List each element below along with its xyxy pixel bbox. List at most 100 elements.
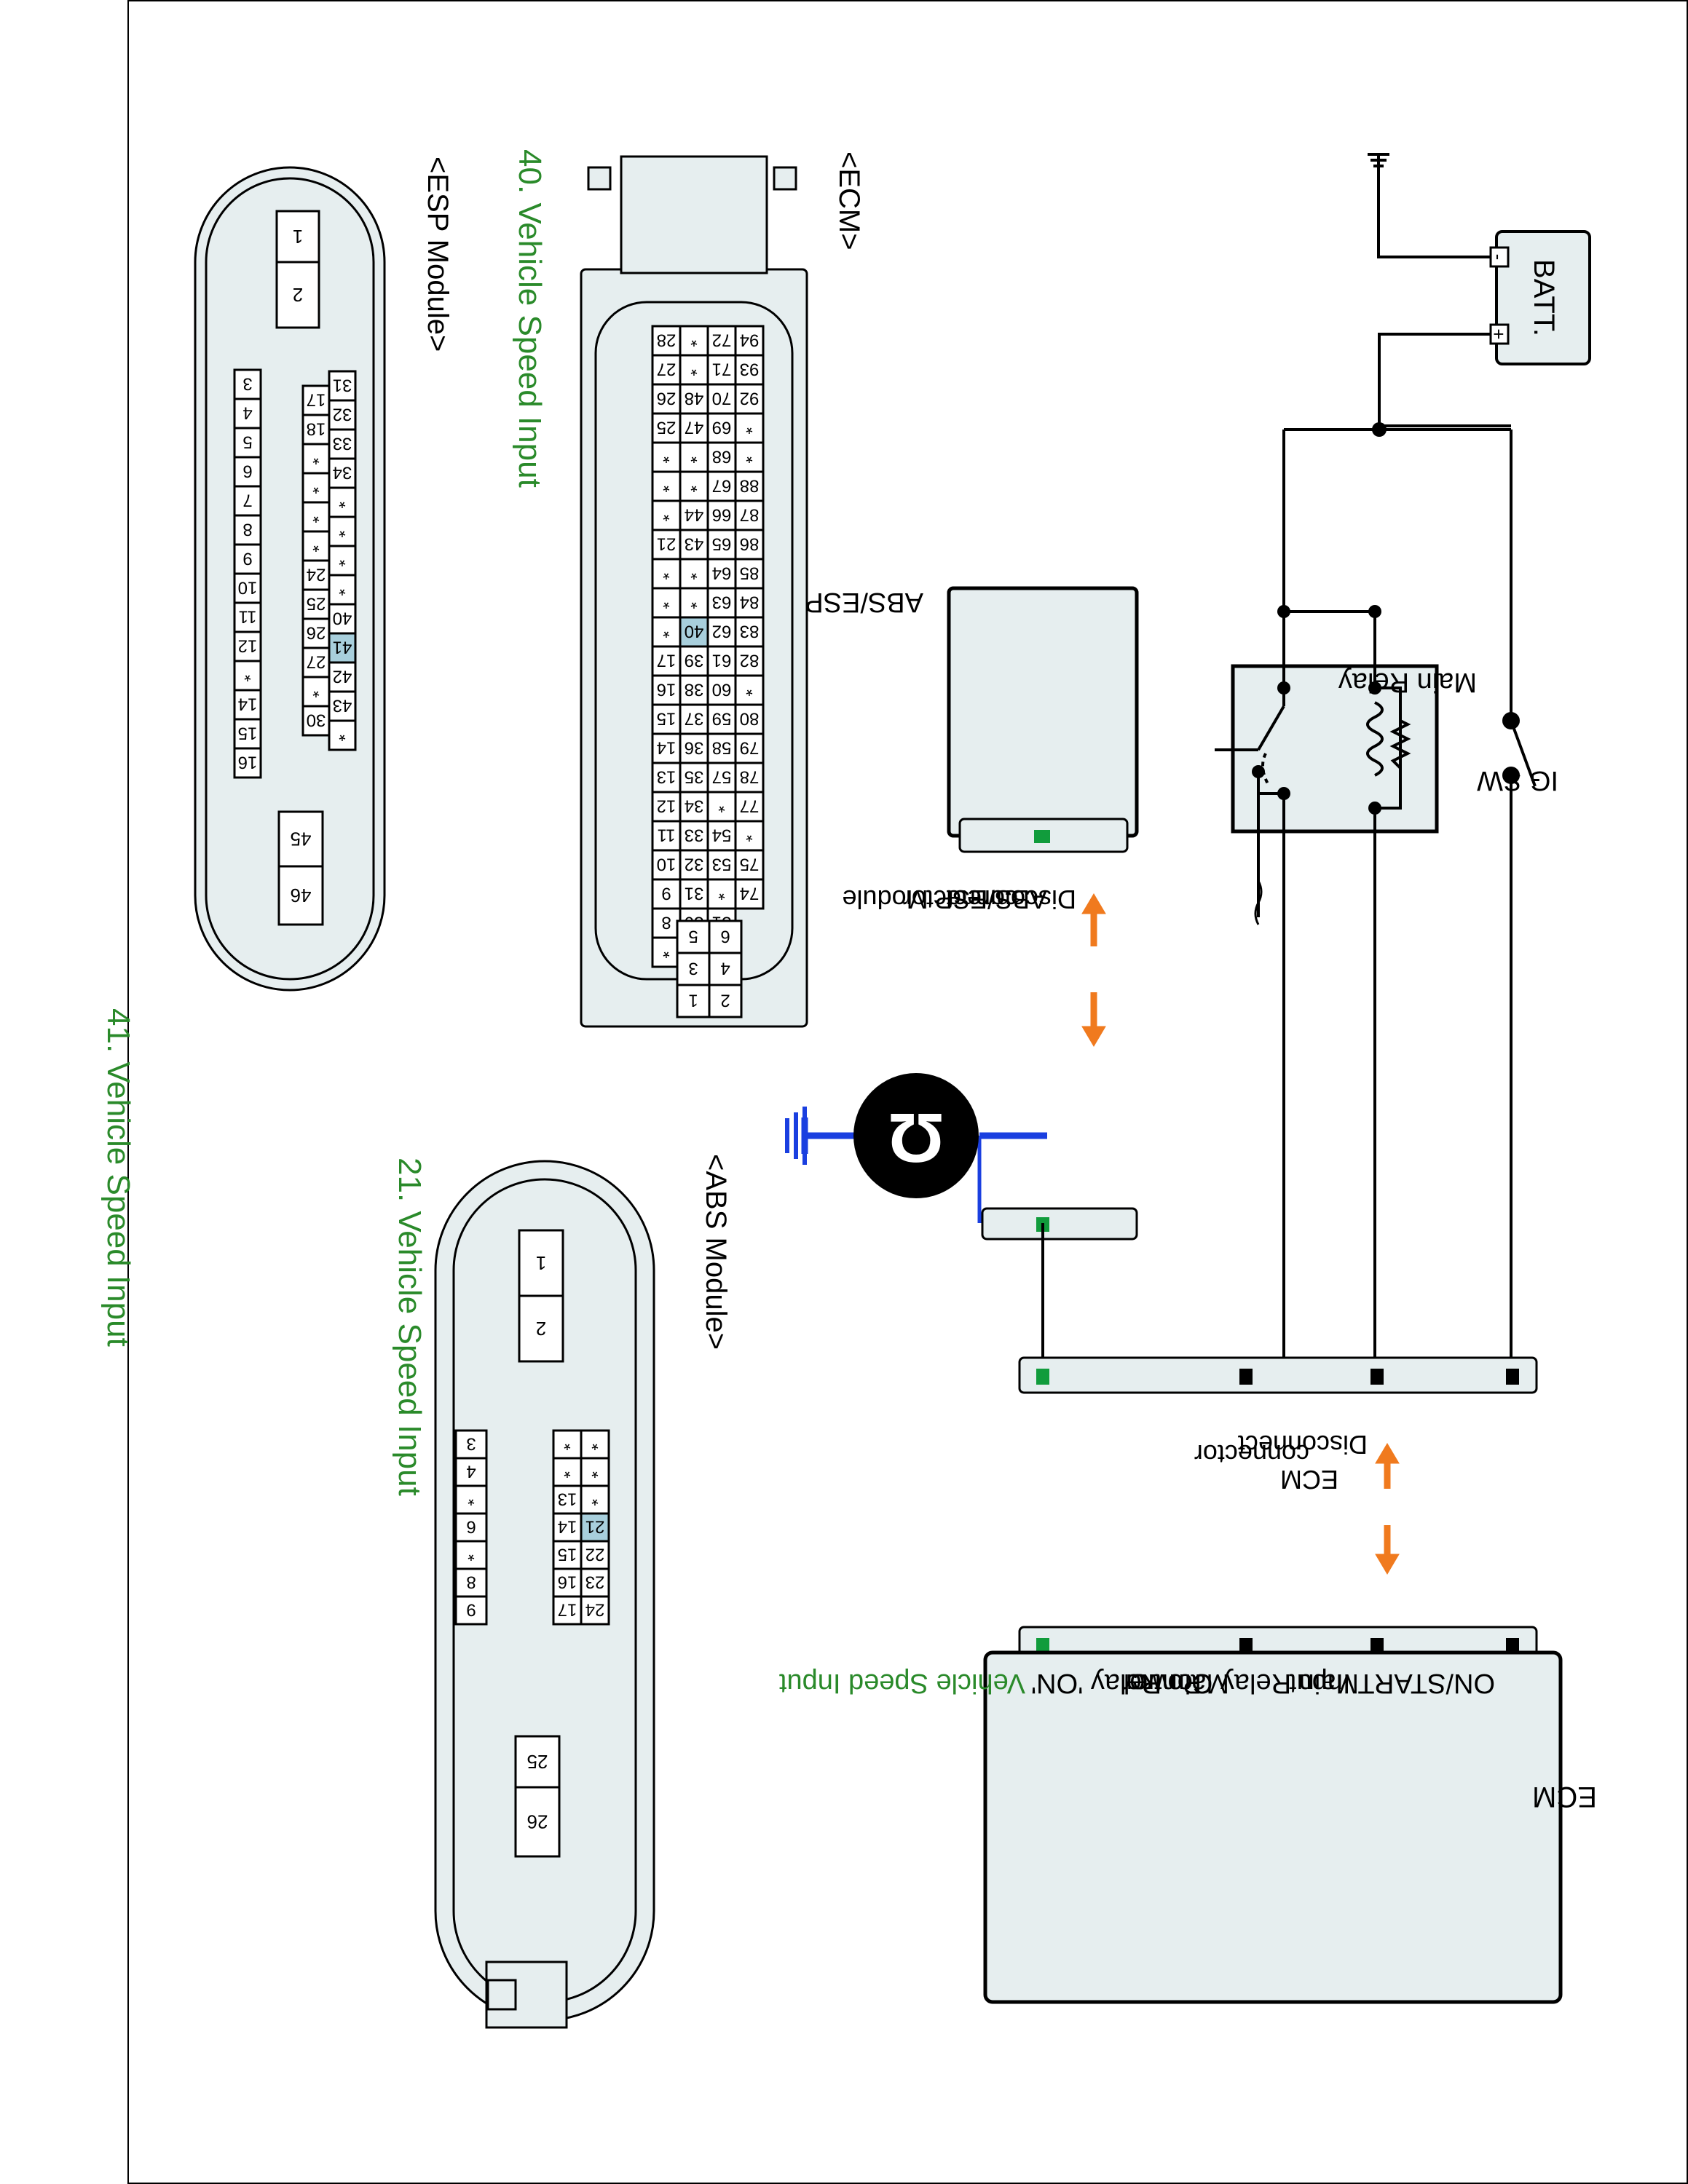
connector-pin-label: 21: [585, 1517, 605, 1537]
relay-splice-1: [1368, 605, 1381, 618]
ig-switch: IG SW: [1477, 430, 1558, 1369]
connector-pin-label: 14: [558, 1517, 577, 1537]
abs-connector-caption: 21. Vehicle Speed Input: [392, 1158, 427, 1496]
ecm-connector-bar: [1018, 1356, 1538, 1394]
connector-pin-label: 4: [466, 1462, 476, 1481]
connector-pin-label: 2: [720, 991, 730, 1010]
connector-pin-label: *: [690, 360, 697, 379]
esp-pin-grid: 1231323334****40414243*1718****24252627*…: [233, 210, 357, 926]
connector-pin-label: *: [312, 507, 319, 526]
connector-pin-label: 23: [585, 1572, 605, 1592]
connector-pin-label: 33: [685, 826, 704, 845]
connector-pin-label: *: [564, 1434, 570, 1454]
connector-pin-label: *: [468, 1545, 474, 1564]
connector-pin-label: 11: [239, 607, 257, 627]
connector-pin-label: 8: [466, 1572, 476, 1592]
connector-pin-label: 22: [585, 1545, 605, 1564]
connector-pin-label: 57: [712, 767, 732, 787]
connector-pin-label: 8: [661, 913, 671, 933]
connector-pin-label: 88: [740, 476, 760, 496]
connector-pin-label: 4: [242, 403, 252, 423]
connector-pin-label: 47: [685, 418, 704, 438]
connector-pin-label: *: [564, 1462, 570, 1481]
connector-pin-label: 34: [333, 463, 352, 483]
connector-pin-label: 34: [685, 796, 704, 816]
connector-pin-label: 2: [293, 284, 303, 306]
connector-pin-label: 78: [740, 767, 760, 787]
connector-pin-label: 58: [712, 738, 732, 758]
connector-pin-label: 16: [558, 1572, 577, 1592]
connector-pin-label: 43: [685, 534, 704, 554]
connector-pin-label: 15: [558, 1545, 577, 1564]
ecm-on-start-input: ON/START Input: [1289, 1668, 1495, 1698]
connector-pin-label: 3: [242, 374, 252, 394]
connector-pin-label: *: [746, 826, 752, 845]
connector-pin-label: 61: [712, 651, 732, 670]
connector-pin-label: 2: [536, 1318, 546, 1340]
abs-esp-connector-pin: [981, 1207, 1138, 1369]
connector-pin-label: 45: [291, 828, 312, 850]
circuit-area: BATT. - +: [707, 153, 1597, 2004]
disconnect-ecm-line-2: ECM: [1280, 1465, 1338, 1495]
connector-pin-label: 13: [558, 1489, 577, 1509]
connector-pin-label: *: [746, 680, 752, 700]
connector-pin-label: *: [690, 331, 697, 350]
ecm-box: ECM ON/START Input Main Relay Control Ma…: [779, 1650, 1597, 2004]
connector-pin-label: *: [690, 563, 697, 583]
connector-pin-label: 9: [661, 884, 671, 903]
connector-pin-label: 40: [333, 609, 352, 628]
connector-pin-label: *: [312, 681, 319, 701]
connector-pin: [454, 1595, 488, 1626]
connector-pin-label: 11: [658, 826, 676, 845]
connector-pin-label: 59: [712, 709, 732, 729]
connector-pin-label: 9: [466, 1600, 476, 1620]
connector-pin-label: 48: [685, 389, 704, 408]
battery-plus: +: [1488, 328, 1510, 339]
connector-pin-label: *: [339, 725, 345, 745]
abs-connector-view: <ABS Module> 21. Vehicle Speed Input 12*…: [392, 1154, 732, 2029]
connector-pin-label: 63: [712, 593, 732, 612]
connector-pin-label: 7: [242, 491, 252, 510]
ohmmeter: Ω: [785, 1073, 1047, 1223]
connector-pin: [301, 705, 331, 737]
connector-pin-label: *: [591, 1462, 598, 1481]
connector-pin-label: 17: [307, 390, 326, 410]
connector-pin-label: 62: [712, 622, 732, 641]
ig-switch-label: IG SW: [1477, 765, 1558, 796]
connector-pin-label: *: [746, 447, 752, 467]
connector-pin-label: 26: [307, 623, 326, 643]
esp-connector-caption: 41. Vehicle Speed Input: [100, 1008, 136, 1347]
connector-pin-label: 6: [720, 927, 730, 946]
main-relay-label: Main Relay: [1338, 667, 1477, 697]
connector-pin-label: 10: [657, 855, 677, 874]
connector-pin-label: 31: [685, 884, 704, 903]
connector-pin-label: *: [746, 418, 752, 438]
connector-pin-label: 68: [712, 447, 732, 467]
disconnect-abs-annotation: Disconnect ABS/ESP Module connector: [843, 885, 1106, 1047]
connector-pin-label: *: [312, 536, 319, 555]
connector-pin-label: 17: [657, 651, 677, 670]
ecm-main-relay-control: Main Relay Control: [1124, 1668, 1359, 1698]
connector-pin-label: 80: [740, 709, 760, 729]
connector-pin-label: 69: [712, 418, 732, 438]
connector-pin-label: 10: [238, 578, 258, 598]
connector-pin-label: 16: [238, 753, 258, 772]
connector-pin-label: 6: [466, 1517, 476, 1537]
connector-pin-label: 53: [712, 855, 732, 874]
connector-pin-label: 35: [685, 767, 704, 787]
esp-connector-view: <ESP Module> 41. Vehicle Speed Input 123…: [100, 157, 454, 1347]
connector-pin-label: 32: [685, 855, 704, 874]
connector-pin-label: 65: [712, 534, 732, 554]
ecm-vehicle-speed-input: Vehicle Speed Input: [779, 1668, 1025, 1698]
connector-pin-label: 5: [242, 432, 252, 452]
connector-pin-label: 77: [740, 796, 760, 816]
connector-pin-label: *: [663, 622, 669, 641]
connector-pin-label: 83: [740, 622, 760, 641]
connector-pin-label: 24: [307, 565, 326, 585]
connector-pin-label: 36: [685, 738, 704, 758]
connector-pin-label: 82: [740, 651, 760, 670]
connector-pin-label: *: [663, 563, 669, 583]
